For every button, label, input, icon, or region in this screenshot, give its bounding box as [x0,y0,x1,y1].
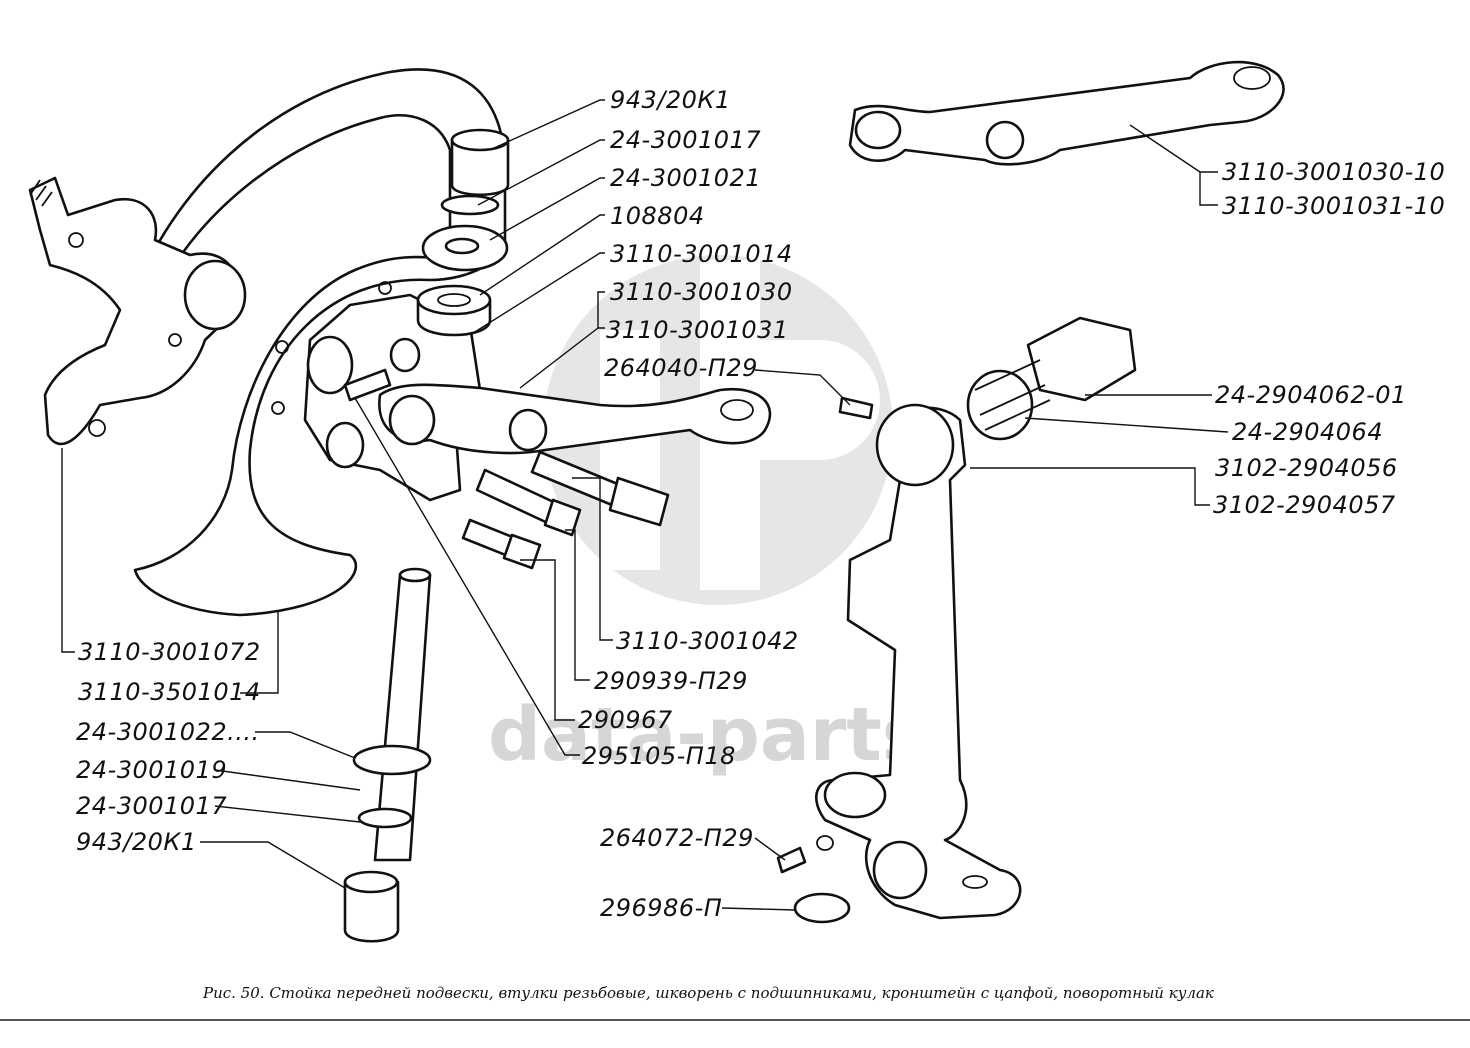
callout-3110-3001042: 3110-3001042 [616,627,799,655]
callout-943-20k1-bottom: 943/20К1 [76,828,197,856]
callout-108804: 108804 [610,202,705,230]
callout-3102-2904057: 3102-2904057 [1213,491,1396,519]
callout-24-3001017-top: 24-3001017 [610,126,761,154]
trunnion-bracket [815,403,1022,920]
callout-295105-p18: 295105-П18 [582,742,736,770]
steering-arm-right [848,60,1285,166]
figure-caption: Рис. 50. Стойка передней подвески, втулк… [202,984,1214,1002]
callout-24-2904062-01: 24-2904062-01 [1215,381,1407,409]
callout-24-3001017-bottom: 24-3001017 [76,792,227,820]
callout-3110-3001014: 3110-3001014 [610,240,793,268]
callout-24-3001019: 24-3001019 [76,756,227,784]
callout-3110-3501014: 3110-3501014 [78,678,261,706]
callout-24-2904064: 24-2904064 [1232,418,1383,446]
steering-knuckle [28,176,247,446]
leader-lines [61,99,1229,911]
callout-943-20k1-top: 943/20К1 [610,86,731,114]
callout-3110-3001030-10: 3110-3001030-10 [1222,158,1445,186]
threaded-bushing [966,316,1137,441]
callout-3110-3001031: 3110-3001031 [606,316,789,344]
callout-3110-3001030: 3110-3001030 [610,278,793,306]
callout-3102-2904056: 3102-2904056 [1215,454,1398,482]
upper-bearing-stack [416,128,510,337]
callout-296986-p: 296986-П [600,894,722,922]
callout-264040-p29: 264040-П29 [604,354,758,382]
callout-290939-p29: 290939-П29 [594,667,748,695]
kingpin [343,567,432,943]
steering-arm-center [343,368,772,455]
watermark-text: data-parts [488,692,926,778]
callout-290967: 290967 [578,706,673,734]
callout-24-3001021: 24-3001021 [610,164,761,192]
callout-24-3001022: 24-3001022.... [76,718,260,746]
callout-labels: 943/20К1 24-3001017 24-3001021 108804 31… [76,86,1445,922]
callout-3110-3001072: 3110-3001072 [78,638,261,666]
callout-264072-p29: 264072-П29 [600,824,754,852]
callout-3110-3001031-10: 3110-3001031-10 [1222,192,1445,220]
